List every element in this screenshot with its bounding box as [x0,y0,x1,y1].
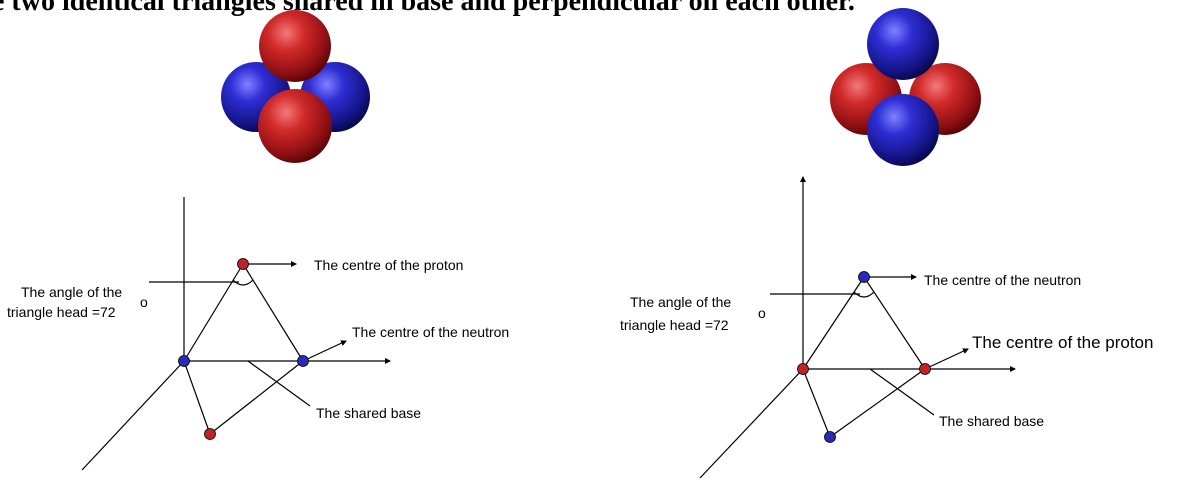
left-diagram-labels: The angle of the triangle head =72 o The… [7,257,509,421]
apex-node [858,271,870,283]
triangle-side-left [183,263,244,362]
left-nucleus-model [221,10,370,163]
neutron-sphere-top [867,8,939,80]
lower-triangle-right [829,368,926,438]
oblique-axis [81,360,185,471]
angle-label-line1: The angle of the [630,294,731,310]
angle-label-line1: The angle of the [21,284,122,300]
lower-node [204,428,216,440]
neutron-sphere-bottom [867,94,939,166]
proton-sphere-bottom [258,89,332,163]
base-node-label: The centre of the proton [972,333,1153,352]
proton-leader [924,348,969,370]
triangle-side-right [242,263,304,362]
shared-base-label: The shared base [939,413,1044,429]
shared-base-label: The shared base [316,405,421,421]
base-node-left [178,355,190,367]
lower-triangle-left [183,360,211,435]
base-node-right [919,363,931,375]
apex-node [237,258,249,270]
triangle-side-right [863,276,926,370]
base-leader [869,368,935,416]
oblique-axis [699,368,804,479]
lower-triangle-left [802,368,831,438]
right-nucleus-model [830,8,981,166]
neutron-leader [302,340,347,362]
triangle-side-left [802,276,865,370]
apex-label: The centre of the neutron [924,272,1081,288]
right-diagram-labels: The angle of the triangle head =72 o The… [620,272,1153,429]
base-node-left [797,363,809,375]
base-leader [247,360,311,407]
left-triangle-diagram [81,197,391,471]
diagram-heading: e two identical triangles shared in base… [0,0,1178,16]
lower-triangle-right [209,360,304,435]
heading-text: e two identical triangles shared in base… [0,0,855,17]
base-node-label: The centre of the neutron [352,324,509,340]
apex-label: The centre of the proton [314,257,463,273]
proton-sphere-top [259,10,331,82]
right-diagram-nodes [797,271,931,443]
angle-label-line2: triangle head =72 [7,304,116,320]
angle-label-line2: triangle head =72 [620,317,729,333]
degree-symbol: o [758,305,766,321]
base-node-right [297,355,309,367]
degree-symbol: o [140,294,148,310]
left-diagram-nodes [178,258,309,440]
right-triangle-diagram [699,176,1016,479]
lower-node [824,431,836,443]
